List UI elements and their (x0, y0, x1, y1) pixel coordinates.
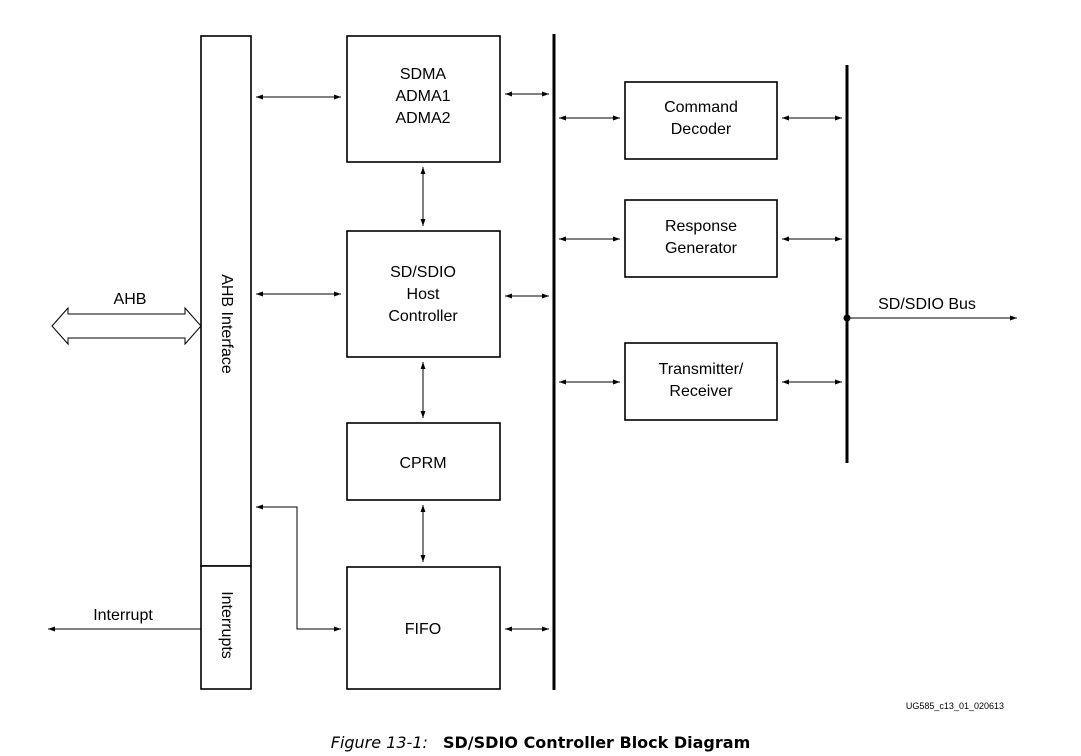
sdio-bus-label: SD/SDIO Bus (878, 296, 976, 313)
host-controller-label-1: SD/SDIO (390, 264, 456, 281)
document-id: UG585_c13_01_020613 (906, 701, 1004, 711)
dma-label-3: ADMA2 (395, 110, 450, 127)
transmitter-receiver-block (624, 342, 778, 421)
ahb-label: AHB (114, 291, 147, 308)
command-decoder-label-1: Command (664, 99, 738, 116)
dma-label-2: ADMA1 (395, 88, 450, 105)
cprm-block (346, 422, 501, 501)
transmitter-receiver-label-2: Receiver (669, 383, 733, 400)
response-generator-label-1: Response (665, 218, 737, 235)
command-decoder-block (624, 81, 778, 160)
cprm-label: CPRM (399, 455, 446, 472)
figure-title: SD/SDIO Controller Block Diagram (442, 733, 751, 752)
ahb-interface-block (200, 35, 252, 567)
figure-caption: Figure 13-1: SD/SDIO Controller Block Di… (0, 733, 1081, 752)
fifo-label: FIFO (405, 621, 441, 638)
transmitter-receiver-label-1: Transmitter/ (659, 361, 744, 378)
command-decoder-label-2: Decoder (671, 121, 732, 138)
dma-block (346, 35, 501, 163)
response-generator-label-2: Generator (665, 240, 738, 257)
response-generator-block (624, 199, 778, 278)
fifo-block (346, 566, 501, 690)
host-controller-label-2: Host (407, 286, 440, 303)
host-controller-label-3: Controller (388, 308, 458, 325)
interrupts-block (200, 565, 252, 690)
interrupt-label: Interrupt (93, 607, 153, 624)
ahb-fifo-arrow (256, 504, 341, 632)
dma-label-1: SDMA (400, 66, 447, 83)
ahb-arrow (51, 306, 202, 346)
interrupts-label: Interrupts (218, 591, 235, 659)
figure-number: Figure 13-1: (330, 733, 428, 752)
ahb-interface-label: AHB Interface (218, 274, 235, 374)
host-controller-block (346, 230, 501, 358)
